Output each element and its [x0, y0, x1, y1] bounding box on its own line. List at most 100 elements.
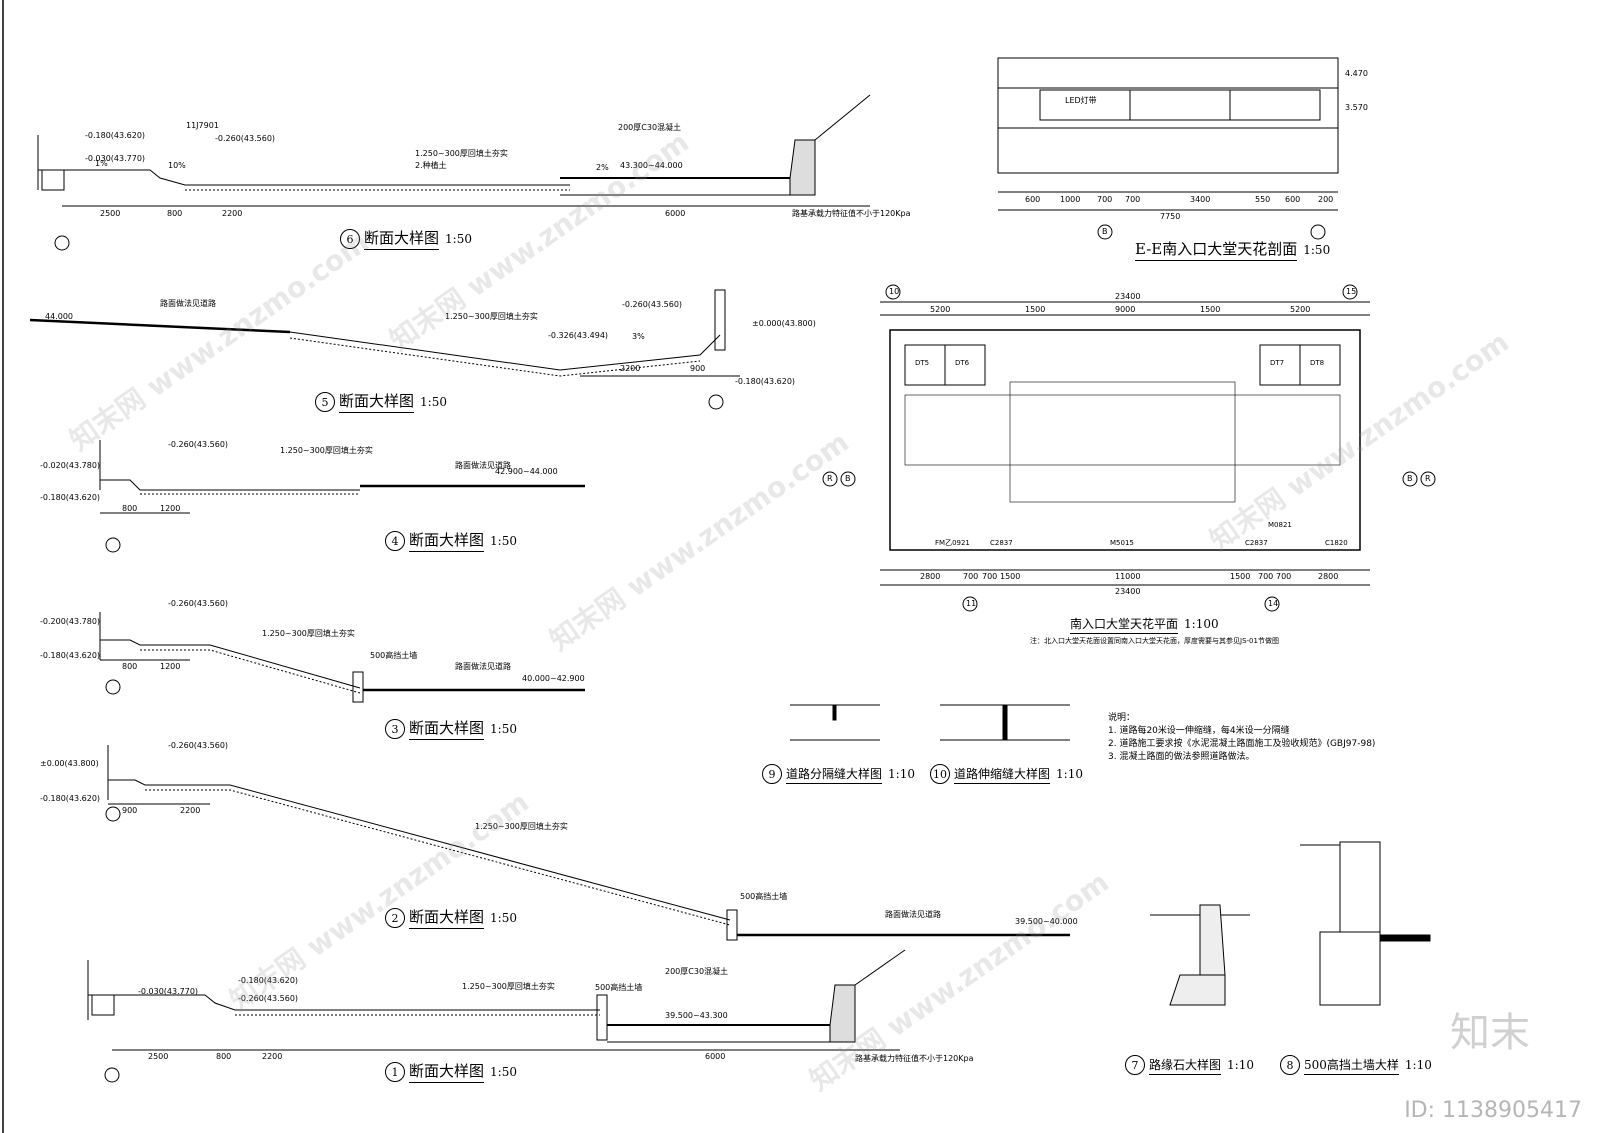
elev-label: ±0.000(43.800): [752, 319, 816, 328]
door-label: DT6: [955, 359, 970, 367]
elev-label: -0.200(43.780): [40, 617, 101, 626]
road-note: 路面做法见道路: [885, 910, 941, 919]
logo: 知末: [1450, 1010, 1530, 1056]
dim-label: 800: [167, 209, 183, 218]
dim-label: 800: [216, 1052, 232, 1061]
elev-label: -0.180(43.620): [40, 493, 101, 502]
elev-label: -0.260(43.560): [168, 440, 229, 449]
dim-label: 200: [1318, 195, 1334, 204]
elev-label: -0.260(43.560): [215, 134, 276, 143]
slope-note: 1.250~300厚回填土夯实: [280, 446, 373, 455]
elev-label: -0.180(43.620): [85, 131, 146, 140]
dim-label: 700: [1125, 195, 1141, 204]
dim-label: 1200: [160, 662, 181, 671]
dim-total: 23400: [1115, 292, 1141, 301]
dim-label: 6000: [705, 1052, 726, 1061]
dim-label: 5200: [930, 305, 951, 314]
dim-label: 2800: [920, 572, 941, 581]
dim-total: 23400: [1115, 587, 1141, 596]
elev-label: 43.300~44.000: [620, 161, 683, 170]
slope-label: 2%: [596, 163, 609, 172]
level-label: 3.570: [1345, 103, 1368, 112]
dim-label: 2500: [100, 209, 121, 218]
level-label: 4.470: [1345, 69, 1368, 78]
std-label: 11J7901: [186, 121, 219, 130]
slope-note: 1.250~300厚回填土夯实: [445, 312, 538, 321]
slope-note: 1.250~300厚回填土夯实: [462, 982, 555, 991]
dim-label: 2200: [262, 1052, 283, 1061]
section-6-drawing: [37, 94, 871, 251]
wall-note: 500高挡土墙: [595, 983, 643, 992]
elev-label: 39.500~43.300: [665, 1011, 728, 1020]
elev-label: -0.326(43.494): [548, 331, 609, 340]
dim-total: 7750: [1160, 212, 1181, 221]
opening-label: C2837: [1245, 539, 1268, 547]
led-label: LED灯带: [1065, 96, 1097, 105]
dim-label: 1200: [160, 504, 181, 513]
elev-label: 42.900~44.000: [495, 467, 558, 476]
dim-label: 1500: [1230, 572, 1251, 581]
opening-label: FM乙0921: [935, 539, 970, 547]
axis-label: B: [1102, 227, 1108, 236]
dim-label: 700: [963, 572, 979, 581]
slope-note: 1.250~300厚回填土夯实: [415, 149, 508, 158]
elev-label: -0.030(43.770): [85, 154, 146, 163]
dim-label: 700: [982, 572, 998, 581]
axis-label: R: [827, 474, 833, 483]
elev-label: -0.030(43.770): [138, 987, 199, 996]
opening-label: M5015: [1110, 539, 1134, 547]
wall-note: 500高挡土墙: [740, 892, 788, 901]
ceiling-section-drawing: [997, 57, 1339, 240]
opening-label: C1820: [1325, 539, 1348, 547]
dim-label: 2200: [180, 806, 201, 815]
notes-line: 3. 混凝土路面的做法参照道路做法。: [1108, 752, 1255, 762]
door-label: DT8: [1310, 359, 1325, 367]
section-4-drawing: [99, 440, 585, 553]
ceiling-plan-note: 注：北入口大堂天花面设置同南入口大堂天花面，厚度需要与其参见JS-01节做图: [1030, 637, 1279, 645]
detail-8-drawing: [1300, 841, 1431, 1006]
elev-label: -0.260(43.560): [168, 599, 229, 608]
section-2-drawing: [105, 745, 1070, 941]
section-5-drawing: [29, 289, 740, 410]
elev-label: -0.180(43.620): [40, 794, 101, 803]
dim-label: 2200: [620, 364, 641, 373]
elev-label: 39.500~40.000: [1015, 917, 1078, 926]
axis-label: 15: [1346, 287, 1357, 296]
elev-label: -0.260(43.560): [622, 300, 683, 309]
dim-label: 600: [1285, 195, 1301, 204]
dim-label: 2200: [222, 209, 243, 218]
axis-label: B: [1407, 474, 1413, 483]
base-note: 200厚C30混凝土: [665, 967, 729, 976]
dim-label: 900: [690, 364, 706, 373]
dim-label: 2500: [148, 1052, 169, 1061]
elev-label: -0.260(43.560): [238, 994, 299, 1003]
notes-heading: 说明：: [1108, 713, 1136, 723]
section-3-drawing: [99, 612, 585, 703]
elev-label: -0.180(43.620): [40, 651, 101, 660]
elev-label: -0.180(43.620): [735, 377, 796, 386]
dim-label: 5200: [1290, 305, 1311, 314]
kpa-note: 路基承载力特征值不小于120Kpa: [855, 1054, 974, 1063]
elev-label: -0.180(43.620): [238, 976, 299, 985]
elev-label: -0.020(43.780): [40, 461, 101, 470]
elev-label: ±0.00(43.800): [40, 759, 99, 768]
elev-label: 40.000~42.900: [522, 674, 585, 683]
elev-label: 44.000: [45, 312, 73, 321]
dim-label: 9000: [1115, 305, 1136, 314]
dim-label: 1500: [1200, 305, 1221, 314]
slope-label: 10%: [168, 161, 186, 170]
slope-note: 1.250~300厚回填土夯实: [475, 822, 568, 831]
construction-notes: 说明： 1. 道路每20米设一伸缩缝，每4米设一分隔缝 2. 道路施工要求按《水…: [1108, 712, 1375, 764]
axis-label: B: [845, 474, 851, 483]
dim-label: 11000: [1115, 572, 1141, 581]
